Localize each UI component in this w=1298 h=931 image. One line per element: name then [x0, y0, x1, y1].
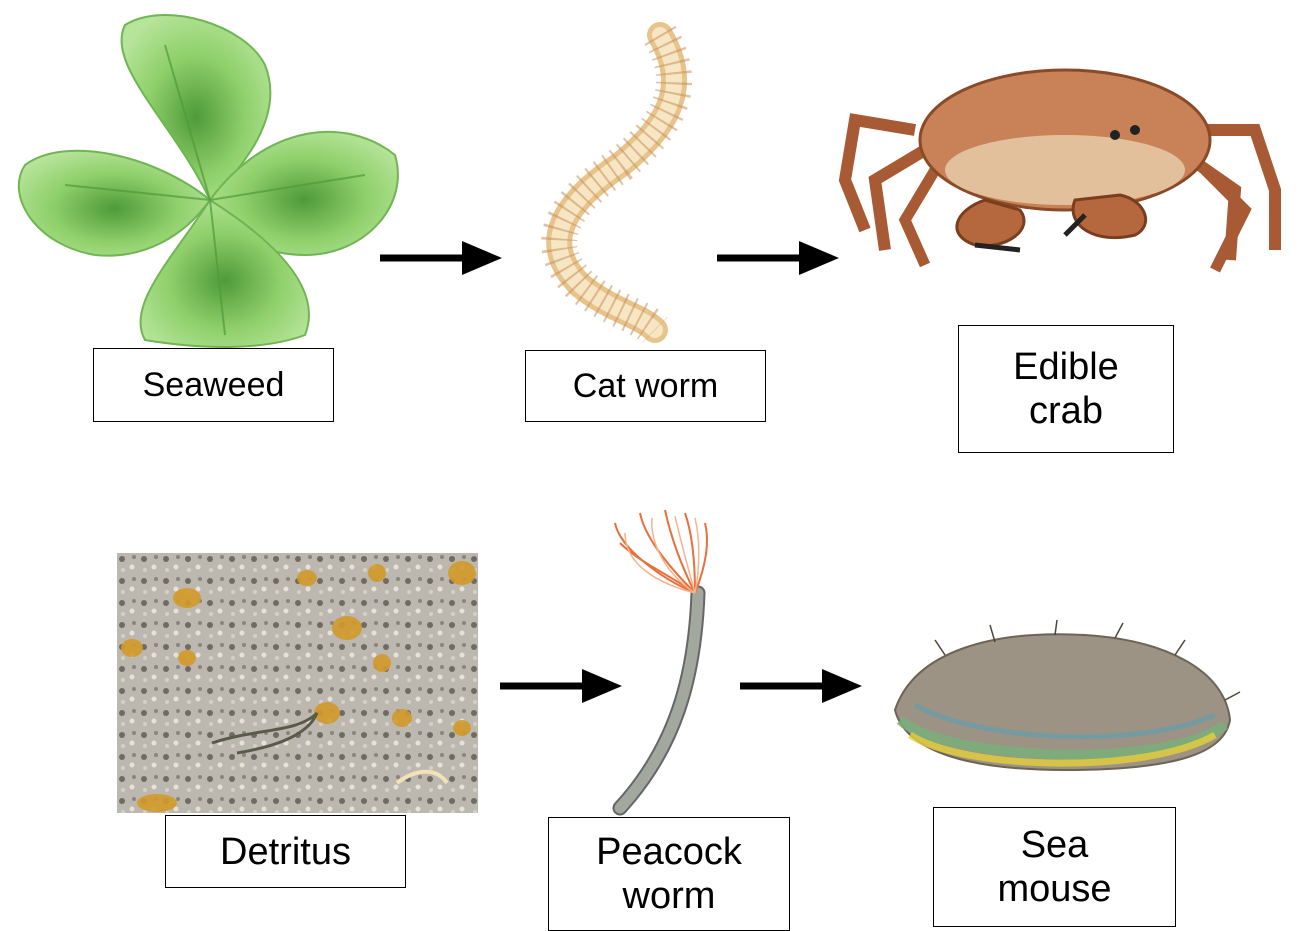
detritus-label: Detritus — [165, 815, 406, 888]
arrow-catworm-to-crab — [717, 238, 842, 278]
arrow-peacockworm-to-seamouse — [740, 666, 865, 706]
cat-worm-label: Cat worm — [525, 350, 766, 422]
peacock-worm-label: Peacock worm — [548, 817, 790, 931]
peacock-worm-icon — [600, 508, 730, 813]
edible-crab-icon — [835, 60, 1295, 275]
arrow-detritus-to-peacockworm — [500, 666, 625, 706]
cat-worm-icon — [520, 25, 720, 340]
arrow-seaweed-to-catworm — [380, 238, 505, 278]
seaweed-label: Seaweed — [93, 348, 334, 422]
detritus-icon — [117, 553, 478, 813]
sea-mouse-label: Sea mouse — [933, 807, 1176, 927]
seaweed-icon — [5, 5, 415, 350]
sea-mouse-icon — [885, 620, 1245, 790]
edible-crab-label: Edible crab — [958, 325, 1174, 453]
